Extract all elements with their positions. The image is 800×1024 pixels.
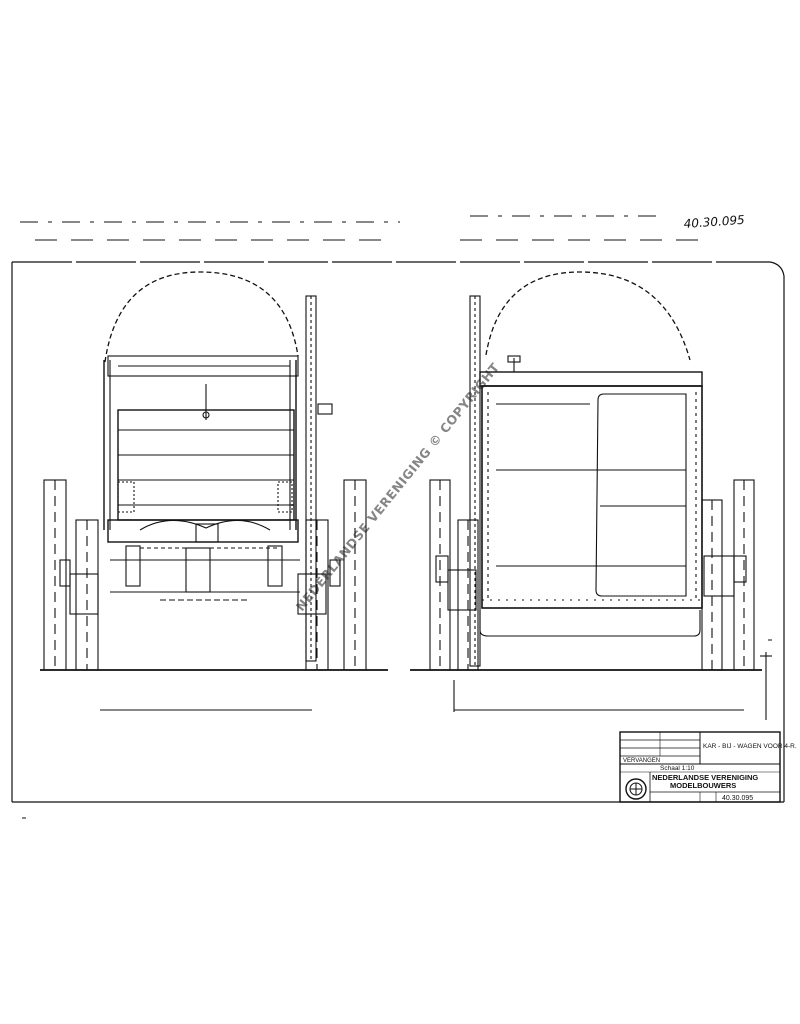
body-box-left: [117, 409, 295, 521]
handwritten-number: 40.30.095: [683, 213, 745, 231]
top-reference-lines: [20, 215, 700, 241]
copyright-watermark: NEDERLANDSE VERENIGING © COPYRIGHT: [293, 360, 503, 614]
canopy-arch-right: [485, 271, 691, 361]
sheet-border: [11, 261, 785, 803]
nvm-logo: [625, 778, 647, 800]
canopy-arch-left: [104, 271, 299, 363]
title-block: VERVANGEN KAR - BIJ - WAGEN VOOR 4-R. Sc…: [619, 731, 797, 803]
margin-marks: [22, 639, 772, 819]
title-block-org-1: NEDERLANDSE VERENIGING: [652, 773, 758, 782]
hub-right-1: [447, 569, 477, 611]
title-block-org-2: MODELBOUWERS: [670, 781, 736, 790]
end-view-left: [40, 271, 388, 711]
floor-frame-left: [107, 519, 299, 543]
title-block-scale: Schaal 1:10: [660, 765, 695, 772]
title-block-subject: KAR - BIJ - WAGEN VOOR 4-R.: [703, 743, 797, 750]
title-block-sheet-number: 40.30.095: [722, 795, 753, 802]
hub-left-1: [69, 573, 99, 615]
top-rail-right: [479, 371, 703, 387]
body-box-right: [481, 385, 703, 609]
hub-right-2: [703, 555, 735, 597]
title-block-row-label: VERVANGEN: [623, 758, 660, 764]
hub-left-2: [297, 573, 327, 615]
section-view-right: [410, 271, 772, 720]
roof-board-left: [107, 355, 299, 377]
